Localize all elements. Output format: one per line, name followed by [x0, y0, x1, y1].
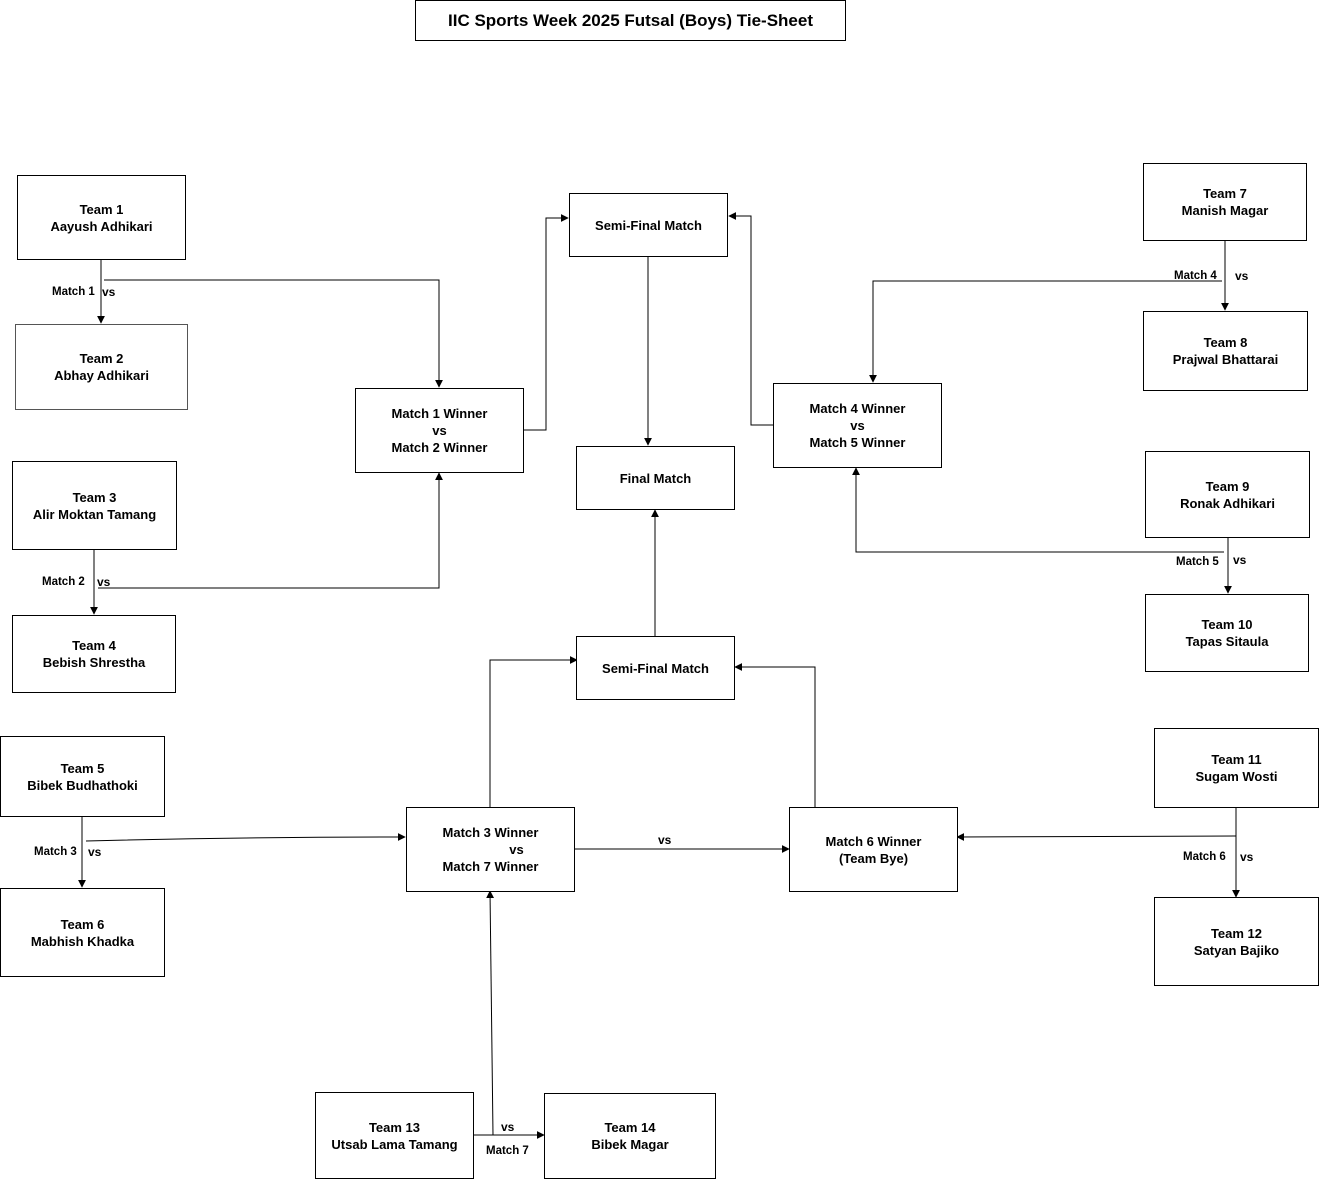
team-name: Bibek Magar: [591, 1137, 669, 1152]
team-box-11: Team 11 Sugam Wosti: [1154, 728, 1319, 808]
match2-to-qf-line: [98, 472, 443, 589]
vs-label-7: vs: [501, 1120, 515, 1134]
match-label-5: Match 5: [1176, 556, 1219, 568]
team-box-5: Team 5 Bibek Budhathoki: [0, 736, 165, 817]
team-name: Utsab Lama Tamang: [331, 1136, 458, 1152]
match-label-7: Match 7: [486, 1145, 529, 1157]
qf1-to-semi-top-line: [524, 214, 569, 431]
page-title-text: IIC Sports Week 2025 Futsal (Boys) Tie-S…: [448, 10, 813, 30]
team-box-1: Team 1 Aayush Adhikari: [17, 175, 186, 260]
team-box-4: Team 4 Bebish Shrestha: [12, 615, 176, 693]
qf2-to-semi-top-line: [728, 212, 773, 426]
round-vs: vs: [850, 418, 865, 433]
page-title: IIC Sports Week 2025 Futsal (Boys) Tie-S…: [415, 0, 846, 41]
round-slot-b: Match 2 Winner: [391, 440, 488, 455]
final-label: Final Match: [619, 470, 692, 486]
team-number: Team 10: [1201, 617, 1253, 632]
team-number: Team 1: [79, 201, 124, 217]
round-slot-a: Match 1 Winner: [391, 406, 488, 421]
match1-to-qf-line: [104, 279, 443, 388]
vs-label-5: vs: [1233, 553, 1247, 567]
team-name: Prajwal Bhattarai: [1172, 352, 1279, 367]
semifinal-label: Semi-Final Match: [595, 217, 702, 233]
team-box-3: Team 3 Alir Moktan Tamang: [12, 461, 177, 550]
round-slot-a: Match 6 Winner: [825, 833, 922, 849]
round-slot-b: (Team Bye): [838, 850, 909, 866]
team-number: Team 9: [1205, 478, 1250, 494]
match-label-3: Match 3: [34, 846, 77, 858]
final-box: Final Match: [576, 446, 735, 510]
team-number: Team 4: [72, 638, 116, 653]
semifinal-label: Semi-Final Match: [602, 660, 709, 676]
team-name: Manish Magar: [1181, 203, 1269, 218]
team-box-6: Team 6 Mabhish Khadka: [0, 888, 165, 977]
match6-to-bye-line: [956, 832, 1237, 841]
bye-box-m6: Match 6 Winner (Team Bye): [789, 807, 958, 892]
match7-to-qf-line: [486, 890, 495, 1136]
team-name: Sugam Wosti: [1195, 769, 1278, 784]
vs-label-3: vs: [88, 845, 102, 859]
vs-label-6: vs: [1240, 850, 1254, 864]
semifinal-box-top: Semi-Final Match: [569, 193, 728, 257]
round-slot-a: Match 3 Winner: [442, 825, 539, 840]
team-number: Team 14: [604, 1120, 656, 1135]
team-name: Ronak Adhikari: [1180, 495, 1275, 511]
team-name: Mabhish Khadka: [30, 933, 135, 949]
team-number: Team 3: [72, 489, 117, 505]
round-slot-a: Match 4 Winner: [809, 401, 906, 416]
team-box-10: Team 10 Tapas Sitaula: [1145, 594, 1309, 672]
match-label-4: Match 4: [1174, 270, 1217, 282]
team-name: Bebish Shrestha: [42, 655, 146, 670]
team-box-9: Team 9 Ronak Adhikari: [1145, 451, 1310, 538]
team-number: Team 5: [60, 760, 105, 776]
team-box-12: Team 12 Satyan Bajiko: [1154, 897, 1319, 986]
team-box-7: Team 7 Manish Magar: [1143, 163, 1307, 241]
team-name: Tapas Sitaula: [1185, 634, 1269, 649]
match5-to-qf-line: [852, 467, 1224, 553]
team-name: Bibek Budhathoki: [27, 777, 138, 793]
team-name: Satyan Bajiko: [1193, 942, 1280, 958]
team-box-14: Team 14 Bibek Magar: [544, 1093, 716, 1179]
team-name: Abhay Adhikari: [54, 368, 149, 383]
match-label-6: Match 6: [1183, 851, 1226, 863]
team-box-8: Team 8 Prajwal Bhattarai: [1143, 311, 1308, 391]
match4-to-qf-line: [869, 280, 1222, 383]
quarterfinal-box-m3-m7: Match 3 Winner vs Match 7 Winner: [406, 807, 575, 892]
quarterfinal-box-m1-m2: Match 1 Winner vs Match 2 Winner: [355, 388, 524, 473]
match-label-2: Match 2: [42, 576, 85, 588]
match3-to-qf-line: [85, 833, 406, 842]
team-number: Team 2: [79, 351, 124, 366]
team-number: Team 12: [1210, 925, 1263, 941]
bye-to-semi-bottom-line: [734, 663, 816, 807]
team-number: Team 7: [1203, 186, 1247, 201]
qf3-to-semi-bottom-line: [489, 656, 578, 807]
team-number: Team 6: [60, 916, 105, 932]
vs-label-1: vs: [102, 285, 116, 299]
vs-label-4: vs: [1235, 269, 1249, 283]
round-vs: vs: [432, 423, 447, 438]
team-box-2: Team 2 Abhay Adhikari: [15, 324, 188, 410]
semifinal-box-bottom: Semi-Final Match: [576, 636, 735, 700]
team-name: Alir Moktan Tamang: [32, 506, 157, 522]
round-vs: vs: [509, 842, 524, 857]
quarterfinal-box-m4-m5: Match 4 Winner vs Match 5 Winner: [773, 383, 942, 468]
match-label-1: Match 1: [52, 286, 95, 298]
round-slot-b: Match 7 Winner: [442, 859, 539, 874]
team-number: Team 13: [368, 1119, 421, 1135]
vs-label-semifinal-bottom: vs: [658, 833, 672, 847]
team-box-13: Team 13 Utsab Lama Tamang: [315, 1092, 474, 1179]
team-name: Aayush Adhikari: [50, 218, 153, 234]
team-number: Team 8: [1203, 335, 1248, 350]
vs-label-2: vs: [97, 575, 111, 589]
team-number: Team 11: [1211, 752, 1262, 767]
round-slot-b: Match 5 Winner: [809, 435, 906, 450]
